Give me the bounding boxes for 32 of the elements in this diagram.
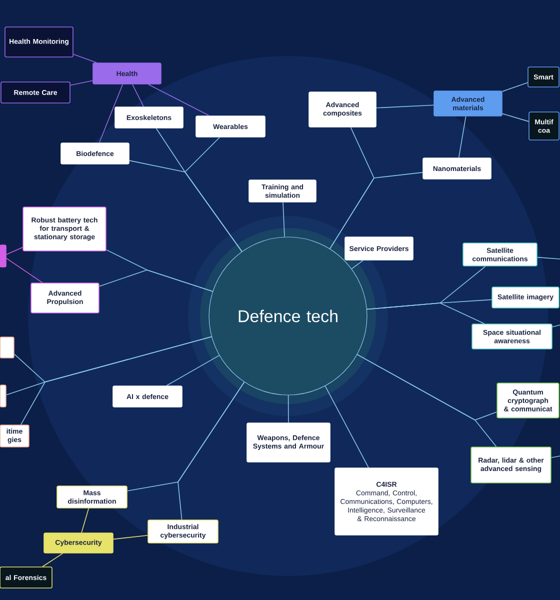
connector-line (376, 104, 434, 108)
connector-line (113, 535, 148, 540)
connector-line (502, 82, 528, 92)
connector-line (129, 160, 242, 252)
connector-line (458, 116, 466, 158)
connector-line (42, 553, 64, 567)
empty-box (0, 336, 14, 358)
connector-line (148, 84, 210, 116)
connector-line (6, 258, 43, 283)
connector-line (178, 382, 245, 520)
empty-box (0, 384, 6, 408)
connector-line (366, 302, 485, 324)
connector-line (551, 456, 560, 458)
connector-line (70, 80, 93, 86)
connector-line (20, 336, 212, 425)
connector-line (282, 202, 285, 238)
connector-line (166, 355, 220, 386)
connector-line (81, 508, 90, 533)
connector-line (351, 260, 364, 270)
connector-line (6, 246, 23, 255)
connector-line (73, 54, 97, 63)
empty-box (0, 244, 6, 268)
connector-line (537, 256, 560, 260)
connector-line (288, 394, 289, 423)
connector-line (324, 386, 369, 468)
connector-line (99, 270, 214, 292)
connector-line (502, 113, 529, 122)
connector-line (330, 172, 423, 250)
connector-line (552, 324, 560, 328)
connector-line (132, 84, 144, 107)
connector-line (356, 354, 497, 447)
connector-line (98, 84, 124, 143)
